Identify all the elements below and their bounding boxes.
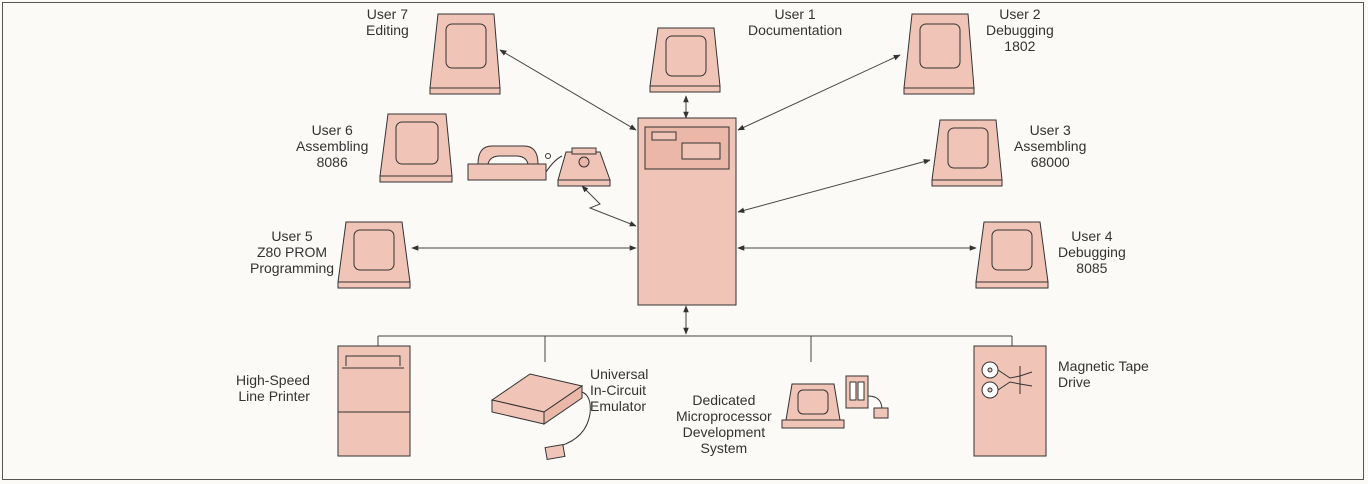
terminal-user3 [931,119,1003,187]
terminal-user1 [649,27,721,93]
terminal-user4 [975,221,1049,289]
telephone [467,145,563,181]
terminal-user5 [337,221,411,289]
link-user3 [737,158,931,214]
link-user2 [737,54,901,131]
central-computer [637,117,737,306]
in-circuit-emulator [490,373,591,461]
terminal-user2 [903,13,975,95]
link-user7 [499,49,637,131]
terminal-user6 [379,113,453,183]
tape-drive [973,345,1047,457]
modem [557,147,611,187]
terminal-user7 [429,13,501,95]
line-printer [337,345,411,457]
link-modem [581,185,637,227]
development-system [781,375,889,429]
